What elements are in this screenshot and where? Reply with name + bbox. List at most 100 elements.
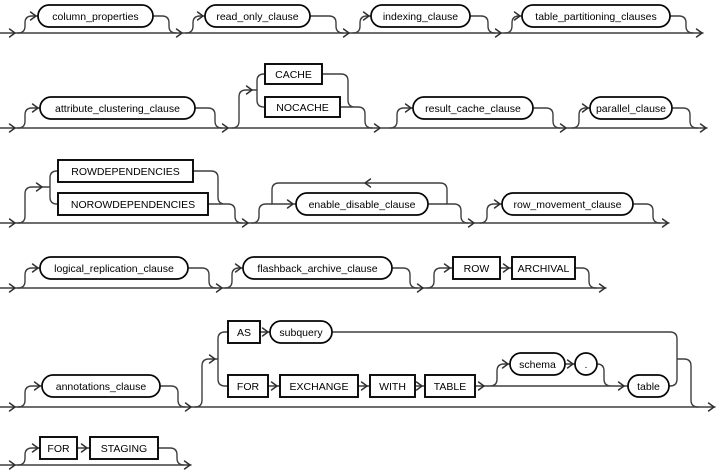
branch-lines	[17, 331, 699, 408]
node-exchange-keyword: EXCHANGE	[279, 374, 359, 398]
node-table-keyword: TABLE	[424, 374, 476, 398]
arrow-right-icon	[494, 28, 502, 38]
node-label: CACHE	[275, 69, 312, 81]
keyword-box	[264, 63, 323, 85]
node-label: ROWDEPENDENCIES	[71, 166, 180, 178]
node-label: result_cache_clause	[425, 103, 521, 115]
keyword-box	[89, 436, 159, 460]
arrow-right-icon	[566, 359, 574, 369]
keyword-box	[57, 192, 209, 216]
clause-oval	[41, 374, 161, 398]
node-label: schema	[519, 359, 556, 371]
node-logical-replication-clause: logical_replication_clause	[39, 256, 189, 280]
clause-oval	[521, 4, 671, 28]
branch-lines	[17, 73, 698, 129]
node-label: FOR	[47, 443, 70, 455]
arrow-right-icon	[415, 381, 423, 391]
arrow-right-icon	[502, 263, 510, 273]
arrow-right-icon	[8, 283, 16, 293]
arrow-right-icon	[581, 103, 589, 113]
arrow-right-icon	[477, 381, 485, 391]
clause-oval	[39, 256, 189, 280]
arrow-right-icon	[707, 402, 715, 412]
node-row-keyword: ROW	[452, 256, 501, 280]
node-label: NOCACHE	[276, 102, 329, 114]
node-row-movement-clause: row_movement_clause	[501, 192, 634, 216]
arrow-right-icon	[404, 103, 412, 113]
node-label: parallel_clause	[596, 103, 666, 115]
node-label: .	[585, 359, 588, 371]
clause-oval	[39, 96, 196, 120]
node-label: WITH	[379, 381, 406, 393]
clause-oval	[501, 192, 634, 216]
keyword-box	[452, 256, 501, 280]
arrow-right-icon	[617, 381, 625, 391]
node-flashback-archive-clause: flashback_archive_clause	[242, 256, 393, 280]
node-attribute-clustering-clause: attribute_clustering_clause	[39, 96, 196, 120]
arrow-right-icon	[467, 218, 475, 228]
branch-lines	[17, 15, 694, 34]
arrow-right-icon	[234, 263, 242, 273]
keyword-box	[227, 320, 261, 344]
node-archival-keyword: ARCHIVAL	[511, 256, 576, 280]
arrow-right-icon	[35, 182, 43, 192]
node-label: annotations_clause	[56, 381, 147, 393]
arrow-right-icon	[286, 199, 294, 209]
arrow-right-icon	[31, 103, 39, 113]
arrow-right-icon	[373, 123, 381, 133]
arrow-right-icon	[80, 443, 88, 453]
node-as-keyword: AS	[227, 320, 261, 344]
keyword-box	[227, 374, 269, 398]
arrow-right-icon	[695, 28, 703, 38]
clause-oval	[295, 192, 429, 216]
node-label: logical_replication_clause	[54, 263, 174, 275]
node-label: attribute_clustering_clause	[55, 103, 180, 115]
node-nocache: NOCACHE	[264, 96, 341, 118]
node-label: flashback_archive_clause	[257, 263, 377, 275]
node-label: FOR	[237, 381, 260, 393]
arrow-right-icon	[699, 123, 707, 133]
node-label: EXCHANGE	[290, 381, 349, 393]
node-with-keyword: WITH	[369, 374, 416, 398]
arrow-right-icon	[215, 283, 223, 293]
node-cache: CACHE	[264, 63, 323, 85]
arrow-right-icon	[559, 123, 567, 133]
arrow-right-icon	[183, 460, 191, 470]
row-2: attribute_clustering_clause CACHE NOCACH…	[0, 63, 708, 133]
row-5: annotations_clause AS subquery FOR EXCHA…	[0, 320, 716, 412]
clause-oval	[204, 4, 311, 28]
node-label: indexing_clause	[383, 11, 458, 23]
node-indexing-clause: indexing_clause	[370, 4, 471, 28]
clause-oval	[37, 4, 154, 28]
arrow-right-icon	[208, 354, 216, 364]
node-label: AS	[237, 327, 251, 339]
arrow-right-icon	[33, 381, 41, 391]
node-staging-keyword: STAGING	[89, 436, 159, 460]
arrow-right-icon	[29, 11, 37, 21]
arrow-right-icon	[270, 381, 278, 391]
arrow-right-icon	[241, 218, 249, 228]
arrow-right-icon	[362, 11, 370, 21]
arrow-right-icon	[443, 263, 451, 273]
clause-oval	[574, 352, 598, 376]
arrow-right-icon	[8, 402, 16, 412]
node-result-cache-clause: result_cache_clause	[412, 96, 534, 120]
arrow-right-icon	[245, 85, 253, 95]
arrow-right-icon	[8, 460, 16, 470]
branch-lines	[17, 447, 185, 466]
node-label: ROW	[464, 263, 490, 275]
clause-oval	[627, 374, 670, 398]
arrow-right-icon	[513, 11, 521, 21]
node-for-keyword: FOR	[227, 374, 269, 398]
branch-lines	[17, 170, 661, 224]
arrow-right-icon	[196, 11, 204, 21]
clause-oval	[370, 4, 471, 28]
node-annotations-clause: annotations_clause	[41, 374, 161, 398]
row-4: logical_replication_clause flashback_arc…	[0, 256, 607, 293]
node-column-properties: column_properties	[37, 4, 154, 28]
branch-lines	[17, 267, 597, 289]
node-schema: schema	[509, 352, 566, 376]
arrow-right-icon	[8, 123, 16, 133]
